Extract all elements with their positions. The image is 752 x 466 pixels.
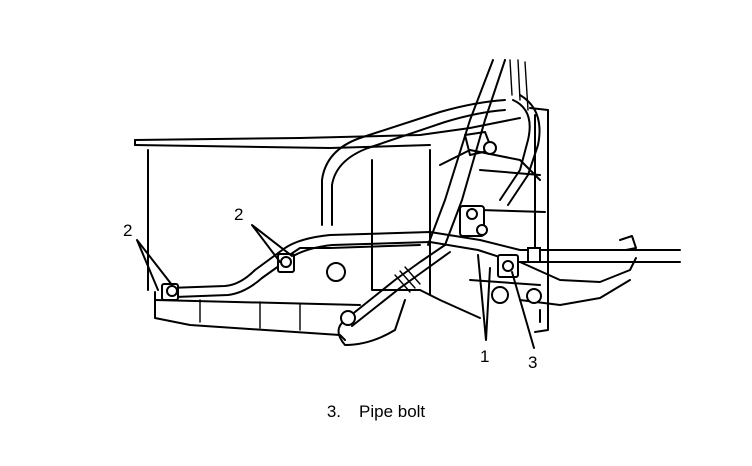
wire-harness	[427, 59, 541, 246]
pipe-fitting-left	[161, 283, 179, 301]
cooler-pipe-lower	[167, 231, 681, 306]
pipe-fitting-case	[459, 205, 488, 237]
caption-number: 3.	[326, 402, 341, 421]
pipe-bracket-front	[326, 262, 356, 326]
transmission-case-right	[469, 107, 549, 333]
callout-3: 3	[528, 353, 537, 372]
figure-caption: 3. Pipe bolt	[0, 402, 752, 422]
callout-2-middle: 2	[234, 205, 243, 224]
cooler-pipe-upper	[321, 99, 506, 226]
callout-1: 1	[480, 347, 489, 366]
pipe-fitting-middle	[277, 253, 295, 273]
callout-leaders	[136, 224, 535, 349]
callout-2-left: 2	[123, 221, 132, 240]
braided-hose	[337, 244, 451, 346]
pipe-bolt	[491, 247, 542, 304]
caption-text: Pipe bolt	[359, 402, 426, 421]
